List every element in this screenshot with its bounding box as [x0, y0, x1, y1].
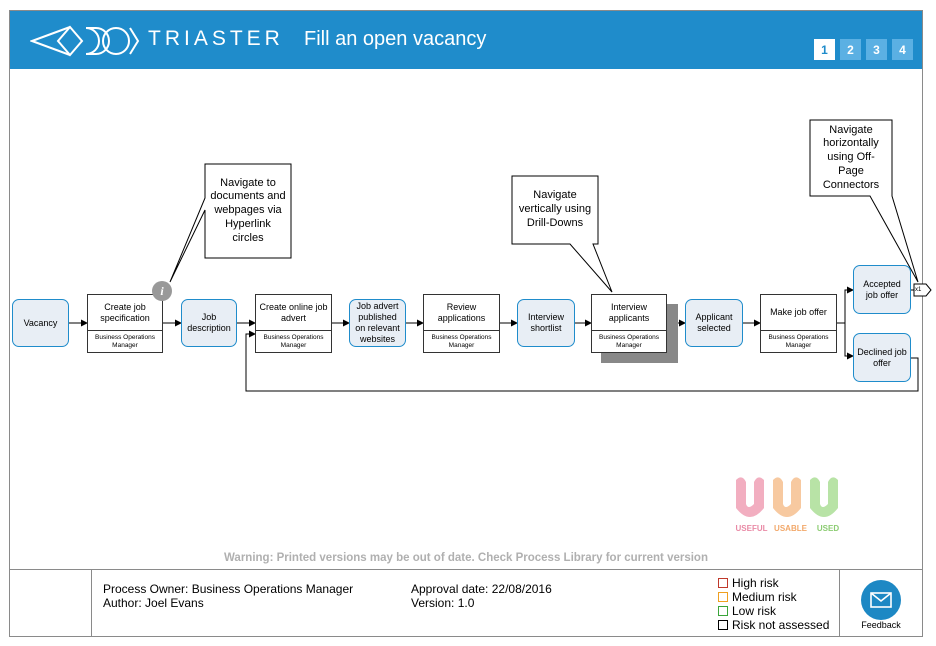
brand-name: TRIASTER — [148, 27, 284, 50]
page-tab-4[interactable]: 4 — [892, 39, 913, 60]
risk-high-swatch — [718, 578, 728, 588]
offpage-connector[interactable] — [913, 283, 932, 297]
risk-low: Low risk — [718, 604, 829, 618]
risk-medium: Medium risk — [718, 590, 829, 604]
page-frame — [9, 10, 923, 637]
risk-low-label: Low risk — [732, 604, 777, 618]
risk-low-swatch — [718, 606, 728, 616]
event-declined-job-offer[interactable]: Declined job offer — [853, 333, 911, 382]
badge-used: USED — [816, 524, 840, 533]
task-role: Business Operations Manager — [424, 330, 499, 352]
callout-drilldown: Navigate vertically using Drill-Downs — [518, 189, 592, 229]
badge-useful: USEFUL — [735, 524, 768, 533]
task-label: Make job offer — [770, 307, 827, 318]
page-title: Fill an open vacancy — [304, 28, 487, 50]
flow-arrow — [844, 323, 854, 360]
risk-medium-label: Medium risk — [732, 590, 797, 604]
callout-offpage-pointer — [809, 119, 919, 283]
flow-arrow — [837, 286, 854, 324]
risk-high: High risk — [718, 576, 829, 590]
risk-legend: High risk Medium risk Low risk Risk not … — [718, 576, 829, 632]
task-create-online-job-advert[interactable]: Create online job advert Business Operat… — [255, 294, 332, 353]
footer-approval-block: Approval date: 22/08/2016 Version: 1.0 — [411, 582, 552, 610]
feedback-box: Feedback — [839, 570, 922, 637]
task-make-job-offer[interactable]: Make job offer Business Operations Manag… — [760, 294, 837, 353]
risk-medium-swatch — [718, 592, 728, 602]
loop-back-arrow — [245, 330, 919, 392]
task-role: Business Operations Manager — [761, 330, 836, 352]
approval-date: Approval date: 22/08/2016 — [411, 582, 552, 596]
event-job-advert-published[interactable]: Job advert published on relevant website… — [349, 299, 406, 347]
useful-usable-used-logo — [736, 477, 838, 517]
event-accepted-job-offer[interactable]: Accepted job offer — [853, 265, 911, 314]
process-author: Author: Joel Evans — [103, 596, 204, 610]
risk-not-assessed: Risk not assessed — [718, 618, 829, 632]
risk-high-label: High risk — [732, 576, 779, 590]
task-label: Interview applicants — [608, 301, 650, 323]
offpage-connector-label: x1 — [915, 287, 922, 293]
info-icon[interactable]: i — [152, 281, 172, 301]
task-role: Business Operations Manager — [592, 330, 666, 352]
badge-usable: USABLE — [774, 524, 807, 533]
event-job-description[interactable]: Job description — [181, 299, 237, 347]
task-label: Review applications — [437, 301, 486, 323]
feedback-button[interactable] — [861, 580, 901, 620]
page-navigation: 1 2 3 4 — [814, 39, 913, 60]
callout-drilldown-pointer — [511, 175, 613, 293]
envelope-icon — [870, 592, 892, 608]
callout-hyperlink: Navigate to documents and webpages via H… — [210, 176, 286, 244]
footer-logo-box — [10, 570, 92, 637]
process-owner: Process Owner: Business Operations Manag… — [103, 582, 354, 596]
task-role: Business Operations Manager — [256, 330, 331, 352]
event-vacancy[interactable]: Vacancy — [12, 299, 69, 347]
page-tab-2[interactable]: 2 — [840, 39, 861, 60]
callout-hyperlink-pointer — [169, 163, 292, 283]
callout-offpage: Navigate horizontally using Off-Page Con… — [822, 123, 880, 191]
event-interview-shortlist[interactable]: Interview shortlist — [517, 299, 575, 347]
task-review-applications[interactable]: Review applications Business Operations … — [423, 294, 500, 353]
risk-not-assessed-label: Risk not assessed — [732, 618, 830, 632]
badge-labels: USEFUL USABLE USED — [732, 524, 846, 533]
print-warning: Warning: Printed versions may be out of … — [224, 552, 708, 564]
triaster-logo — [30, 25, 140, 57]
task-interview-applicants[interactable]: Interview applicants Business Operations… — [591, 294, 667, 353]
task-create-job-specification[interactable]: Create job specification Business Operat… — [87, 294, 163, 353]
footer: Process Owner: Business Operations Manag… — [10, 569, 922, 637]
event-applicant-selected[interactable]: Applicant selected — [685, 299, 743, 347]
header-bar: TRIASTER Fill an open vacancy 1 2 3 4 — [10, 11, 922, 69]
page-tab-3[interactable]: 3 — [866, 39, 887, 60]
task-label: Create online job advert — [259, 301, 328, 323]
feedback-label: Feedback — [861, 620, 901, 630]
task-role: Business Operations Manager — [88, 330, 162, 352]
footer-owner-block: Process Owner: Business Operations Manag… — [103, 582, 353, 610]
page-tab-1[interactable]: 1 — [814, 39, 835, 60]
task-label: Create job specification — [100, 301, 150, 323]
version: Version: 1.0 — [411, 596, 475, 610]
risk-not-assessed-swatch — [718, 620, 728, 630]
